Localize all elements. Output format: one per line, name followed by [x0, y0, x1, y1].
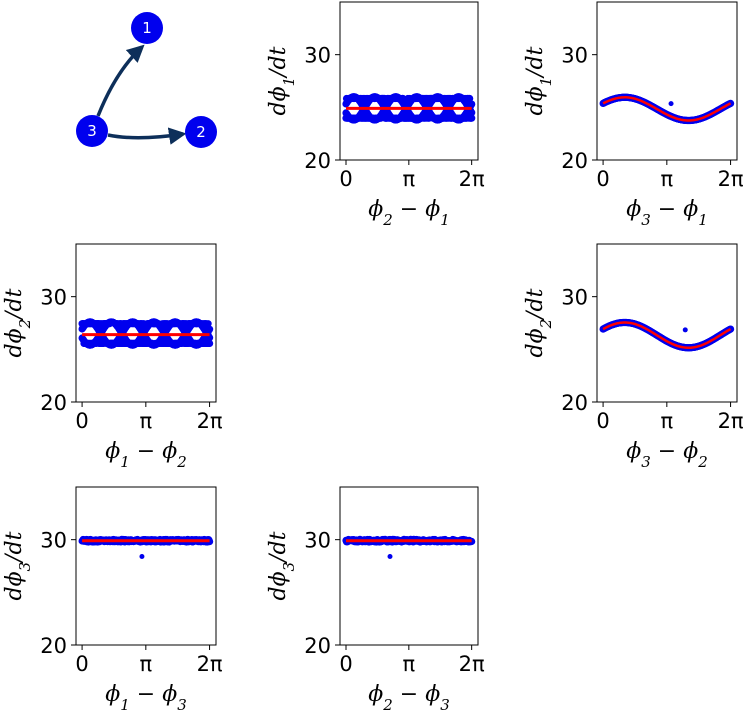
data-point: [466, 94, 474, 103]
panel-p31: 20 30 0 π 2π ϕ1 − ϕ3 dϕ3/dt: [2, 486, 223, 714]
y-tick-label: 30: [304, 529, 331, 553]
y-tick-label: 20: [304, 149, 331, 173]
y-axis-label: dϕ1/dt: [266, 46, 298, 115]
x-tick-label: 2π: [197, 409, 223, 433]
x-tick-label: 0: [75, 652, 88, 676]
x-tick-label: 2π: [718, 409, 744, 433]
edge-3-1: [96, 44, 145, 117]
y-tick-label: 20: [561, 391, 588, 415]
y-axis-label: dϕ1/dt: [523, 46, 555, 115]
x-axis-label: ϕ1 − ϕ3: [105, 682, 187, 714]
x-tick-label: 0: [596, 409, 609, 433]
x-tick-label: 2π: [197, 652, 223, 676]
x-tick-label: 0: [339, 167, 352, 191]
x-axis-label: ϕ3 − ϕ2: [626, 439, 708, 471]
panel-p32: 20 30 0 π 2π ϕ2 − ϕ3 dϕ3/dt: [266, 486, 485, 714]
x-tick-label: π: [403, 652, 416, 676]
x-tick-label: π: [403, 167, 416, 191]
y-tick-label: 20: [561, 149, 588, 173]
y-tick-label: 20: [304, 634, 331, 658]
axes-frame: [75, 486, 217, 646]
y-tick-label: 30: [40, 286, 67, 310]
x-axis-label: ϕ2 − ϕ3: [368, 682, 450, 714]
y-axis-label: dϕ3/dt: [2, 531, 34, 600]
fit-curve: [602, 96, 732, 122]
edge-3-2: [107, 127, 187, 145]
x-tick-label: 2π: [459, 652, 485, 676]
node-label-3: 3: [87, 122, 97, 140]
node-3: [76, 115, 108, 147]
x-tick-label: 2π: [459, 167, 485, 191]
x-tick-label: 0: [75, 409, 88, 433]
y-axis-label: dϕ3/dt: [266, 531, 298, 600]
x-tick-label: 0: [596, 167, 609, 191]
x-tick-label: π: [661, 409, 674, 433]
points-p21: [78, 318, 214, 349]
data-point: [468, 100, 476, 108]
axes-frame: [339, 486, 479, 646]
y-axis-label: dϕ2/dt: [2, 288, 34, 357]
x-axis-label: ϕ1 − ϕ2: [105, 439, 187, 471]
data-point: [468, 109, 476, 117]
x-tick-label: π: [140, 652, 153, 676]
panel-p21: 20 30 0 π 2π ϕ1 − ϕ2 dϕ2/dt: [2, 243, 223, 471]
panel-p13: 20 30 0 π 2π ϕ3 − ϕ1 dϕ1/dt: [523, 1, 744, 229]
x-tick-label: 2π: [718, 167, 744, 191]
network-diagram: 1 2 3: [76, 12, 217, 148]
x-tick-label: 0: [339, 652, 352, 676]
data-point: [206, 325, 214, 333]
node-label-1: 1: [142, 19, 152, 37]
y-tick-label: 20: [40, 391, 67, 415]
outlier-point: [668, 101, 674, 107]
node-label-2: 2: [196, 123, 206, 141]
y-tick-label: 30: [561, 44, 588, 68]
outlier-point: [682, 327, 688, 333]
y-tick-label: 30: [40, 529, 67, 553]
data-point: [206, 339, 214, 347]
y-tick-label: 30: [561, 286, 588, 310]
node-2: [185, 116, 217, 148]
x-axis-label: ϕ3 − ϕ1: [626, 197, 708, 229]
node-1: [131, 12, 163, 44]
data-point: [204, 320, 212, 328]
axes-frame: [596, 1, 738, 161]
x-axis-label: ϕ2 − ϕ1: [368, 197, 450, 229]
data-point: [468, 114, 476, 122]
x-tick-label: π: [661, 167, 674, 191]
fit-curve: [602, 321, 732, 350]
y-axis-label: dϕ2/dt: [523, 288, 555, 357]
axes-frame: [339, 1, 479, 161]
x-tick-label: π: [140, 409, 153, 433]
outlier-point: [139, 554, 145, 560]
outlier-point: [387, 554, 393, 560]
panel-p23: 20 30 0 π 2π ϕ3 − ϕ2 dϕ2/dt: [523, 243, 744, 471]
panel-p12: 20 30 0 π 2π ϕ2 − ϕ1 dϕ1/dt: [266, 1, 485, 229]
y-tick-label: 20: [40, 634, 67, 658]
y-tick-label: 30: [304, 44, 331, 68]
